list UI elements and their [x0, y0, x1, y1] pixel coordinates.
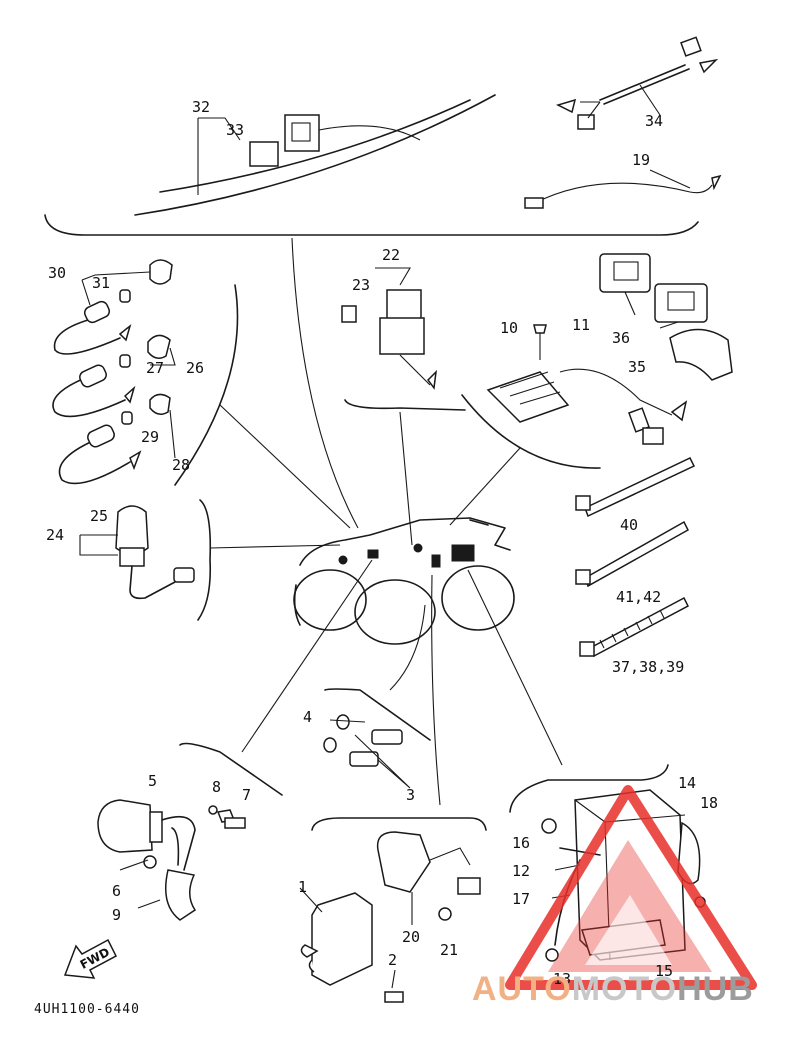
wordmark-moto: MOTO	[571, 970, 678, 1008]
callout-8: 8	[212, 778, 221, 796]
callout-9: 9	[112, 906, 121, 924]
sensor-group	[52, 259, 239, 486]
automotohub-logo	[505, 785, 757, 990]
relay-group	[341, 267, 466, 411]
rectifier-10	[486, 371, 570, 423]
callout-18: 18	[700, 794, 718, 812]
callout-19: 19	[632, 151, 650, 169]
ignition-coil-20	[376, 831, 431, 893]
callout-41-42: 41,42	[616, 588, 661, 606]
switch-group	[79, 499, 212, 621]
callout-37-38-39: 37,38,39	[612, 658, 684, 676]
callout-20: 20	[402, 928, 420, 946]
callout-30: 30	[48, 264, 66, 282]
callout-15: 15	[655, 962, 673, 980]
starter-5	[97, 799, 153, 853]
automotohub-wordmark: AUTOMOTOHUB	[472, 970, 754, 1009]
callout-13: 13	[553, 970, 571, 988]
callout-29: 29	[141, 428, 159, 446]
callout-21: 21	[440, 941, 458, 959]
callout-23: 23	[352, 276, 370, 294]
covers-group	[599, 253, 733, 381]
callout-11: 11	[572, 316, 590, 334]
fuse-23	[341, 305, 357, 323]
starter-group	[97, 742, 283, 921]
callout-5: 5	[148, 772, 157, 790]
callout-12: 12	[512, 862, 530, 880]
callout-36: 36	[612, 329, 630, 347]
top-group	[44, 36, 722, 236]
terminal-19	[524, 197, 544, 209]
cdi-1	[311, 892, 373, 986]
cable-ties	[575, 457, 696, 658]
callout-24: 24	[46, 526, 64, 544]
callout-10: 10	[500, 319, 518, 337]
callout-28: 28	[172, 456, 190, 474]
cdi-group	[299, 817, 487, 1003]
rectifier-group	[461, 324, 688, 469]
callout-27: 27	[146, 359, 164, 377]
callout-17: 17	[512, 890, 530, 908]
callout-14: 14	[678, 774, 696, 792]
callout-4: 4	[303, 708, 312, 726]
atv-body	[209, 237, 563, 806]
callout-7: 7	[242, 786, 251, 804]
plug-34b	[577, 114, 595, 130]
callout-26: 26	[186, 359, 204, 377]
callout-6: 6	[112, 882, 121, 900]
callout-3: 3	[406, 786, 415, 804]
connector-33b	[249, 141, 279, 167]
callout-labels: 32 33 34 19 22 23 10 11 36 35 30 31 27 2…	[46, 98, 718, 988]
cover-35	[669, 328, 733, 381]
callout-40: 40	[620, 516, 638, 534]
wordmark-hub: HUB	[677, 970, 754, 1008]
callout-22: 22	[382, 246, 400, 264]
callout-2: 2	[388, 951, 397, 969]
connector-33a	[284, 114, 320, 152]
diagram-part-number: 4UH1100-6440	[34, 1002, 140, 1017]
wordmark-auto: AUTO	[472, 970, 572, 1008]
callout-1: 1	[298, 878, 307, 896]
plug-34a	[680, 36, 702, 57]
bolts-group	[323, 688, 431, 789]
callout-31: 31	[92, 274, 110, 292]
fwd-arrow: FWD	[63, 938, 117, 979]
callout-34: 34	[645, 112, 663, 130]
callout-16: 16	[512, 834, 530, 852]
callout-33: 33	[226, 121, 244, 139]
callout-32: 32	[192, 98, 210, 116]
callout-25: 25	[90, 507, 108, 525]
callout-35: 35	[628, 358, 646, 376]
